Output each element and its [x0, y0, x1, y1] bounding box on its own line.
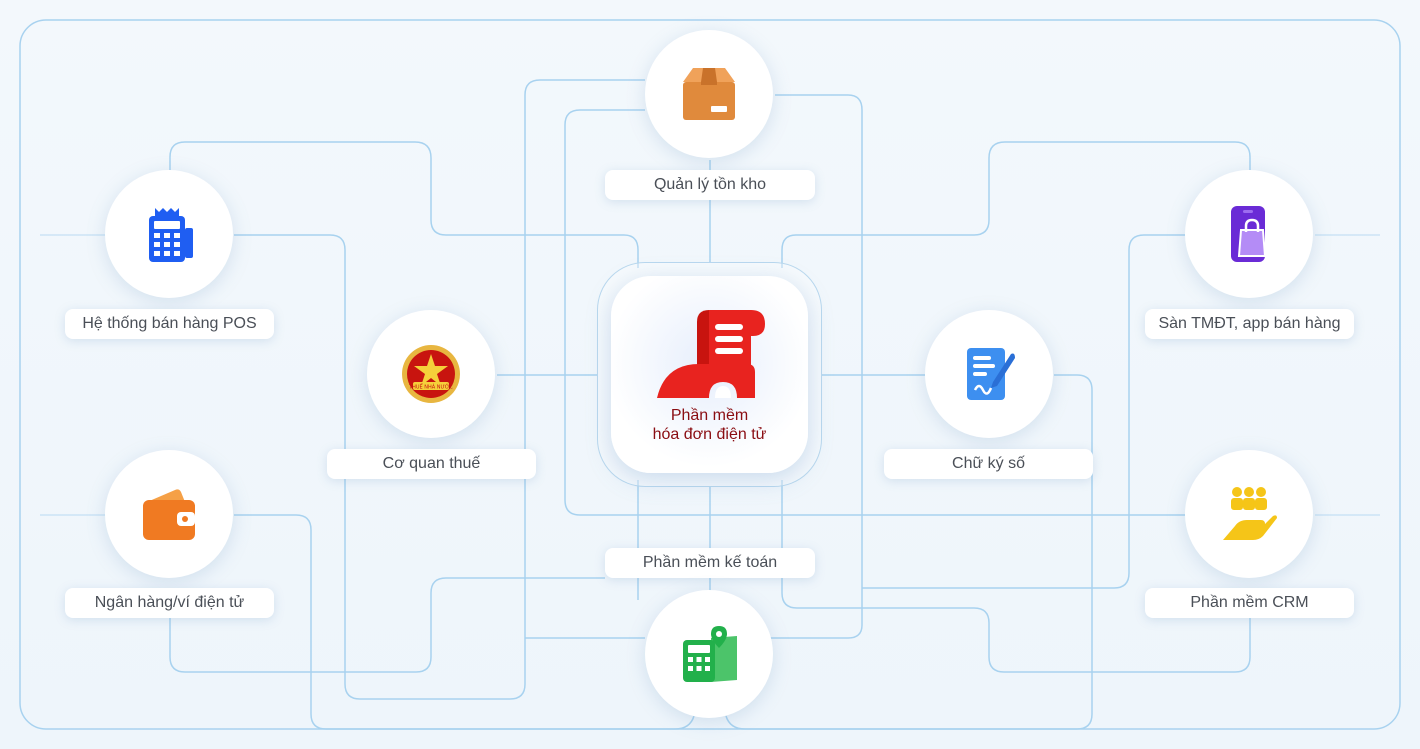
center-title-line-2: hóa đơn điện tử	[652, 426, 767, 443]
ecommerce-label: Sàn TMĐT, app bán hàng	[1145, 309, 1354, 339]
signature-label: Chữ ký số	[884, 449, 1093, 479]
pos-node	[105, 170, 233, 298]
wallet-label: Ngân hàng/ví điện tử	[65, 588, 274, 618]
crm-node	[1185, 450, 1313, 578]
crm-label: Phần mềm CRM	[1145, 588, 1354, 618]
tax-label: Cơ quan thuế	[327, 449, 536, 479]
center-card: Phần mềm hóa đơn điện tử	[611, 276, 808, 473]
signed-document-icon	[967, 348, 1015, 400]
pos-terminal-icon	[149, 208, 193, 262]
accounting-node	[645, 590, 773, 718]
tax-node: THUẾ NHÀ NƯỚC	[367, 310, 495, 438]
pos-label: Hệ thống bán hàng POS	[65, 309, 274, 339]
inventory-node	[645, 30, 773, 158]
invoice-scroll-icon	[656, 310, 765, 398]
calculator-map-icon	[683, 626, 737, 682]
wallet-node	[105, 450, 233, 578]
wallet-icon	[143, 489, 195, 540]
box-icon	[683, 68, 735, 120]
center-title-line-1: Phần mềm	[670, 407, 749, 424]
phone-shopping-bag-icon	[1231, 206, 1267, 262]
emblem-text: THUẾ NHÀ NƯỚC	[408, 383, 453, 391]
accounting-label: Phần mềm kế toán	[605, 548, 815, 578]
ecommerce-node	[1185, 170, 1313, 298]
signature-node	[925, 310, 1053, 438]
tax-emblem-icon: THUẾ NHÀ NƯỚC	[402, 345, 460, 403]
inventory-label: Quản lý tồn kho	[605, 170, 815, 200]
hand-people-icon	[1223, 487, 1277, 540]
